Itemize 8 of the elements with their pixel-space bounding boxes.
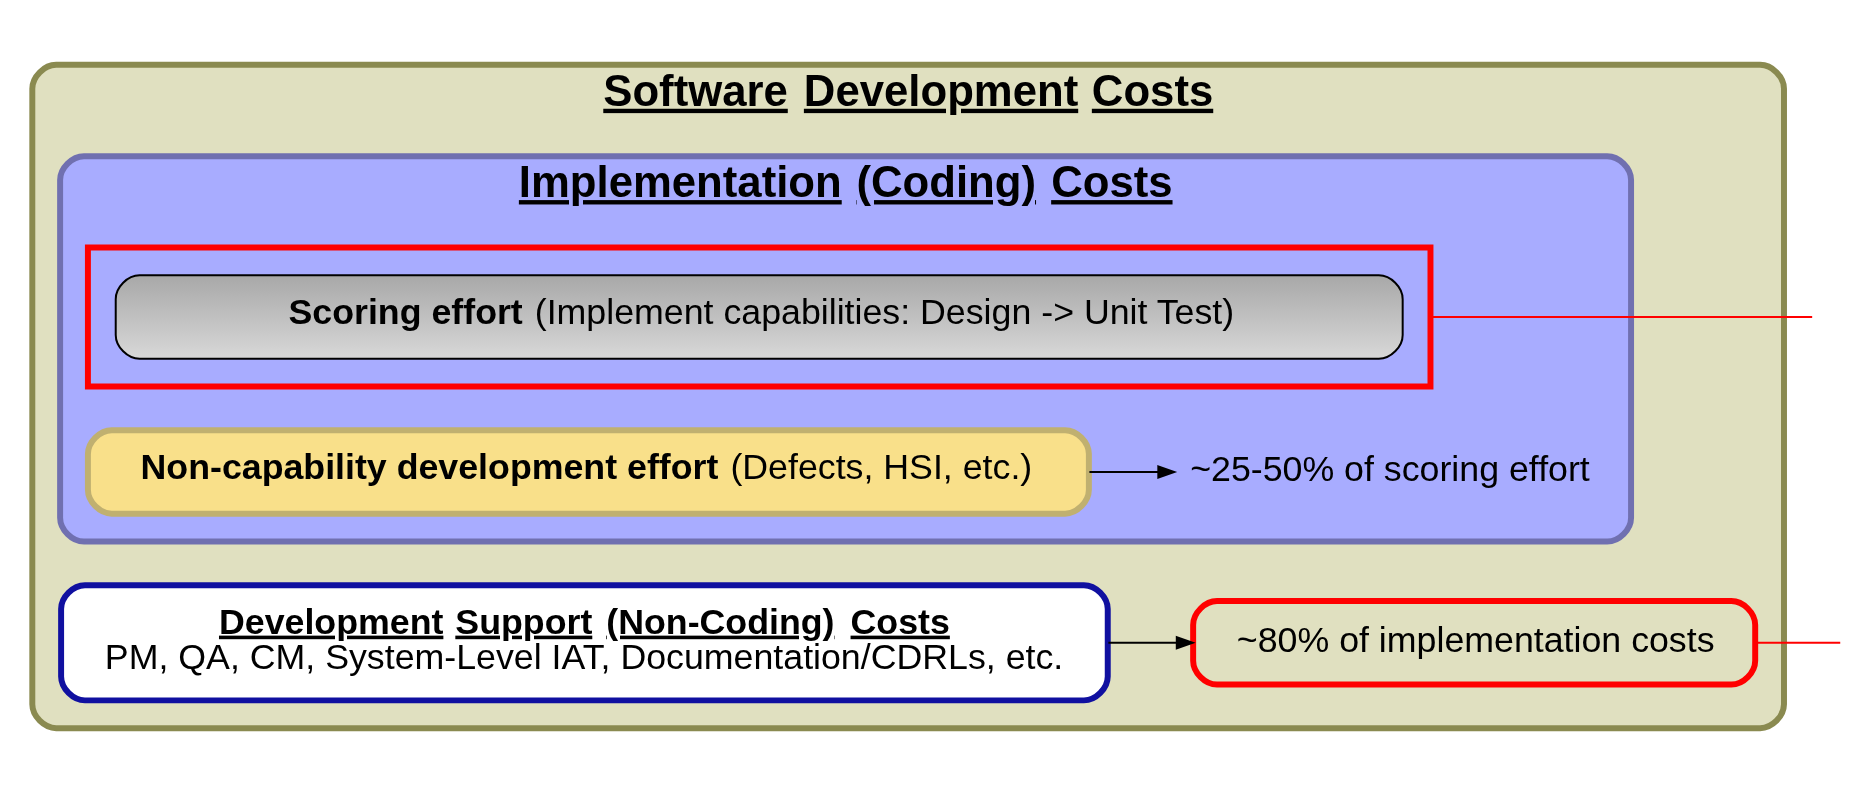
node-box: Scoring effort (Implement capabilities: Design -> Unit Test) bbox=[114, 273, 1404, 360]
arrow bbox=[1088, 464, 1178, 479]
node-box: ~80% of implementation costs bbox=[1190, 597, 1759, 687]
node-text: ~25-50% of scoring effort bbox=[1190, 448, 1590, 489]
node-box: Non-capability development effort (Defects, HSI, etc.) bbox=[84, 426, 1092, 517]
cluster bbox=[84, 244, 1434, 390]
arrow bbox=[1107, 635, 1196, 650]
node-box: Development Support (Non-Coding) Costs PM, QA, CM, System-Level IAT, Documentation/CDRLs, etc. bbox=[58, 581, 1111, 703]
